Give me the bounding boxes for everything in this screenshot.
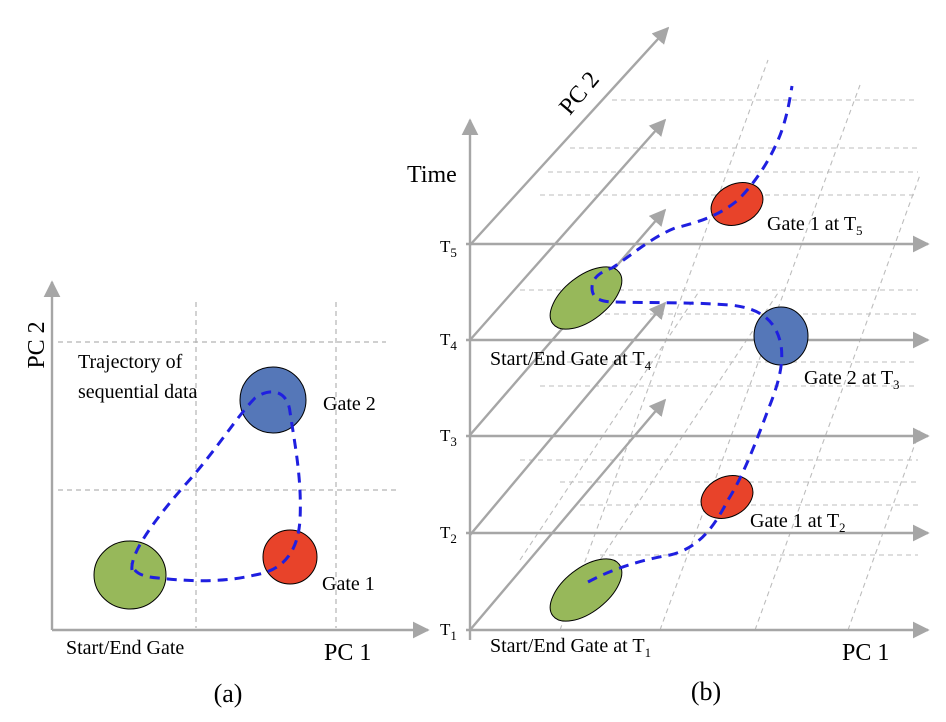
panel-a-gate-1 (262, 529, 318, 585)
panel-b-time-ticks: T5 T4 T3 T2 T1 (440, 237, 457, 643)
panel-a-x-axis-label: PC 1 (324, 640, 371, 666)
time-tick-t4: T4 (440, 330, 457, 353)
panel-a-trajectory (130, 390, 302, 583)
gate-1-t5-label: Gate 1 at T5 (767, 213, 863, 238)
panel-b-gate-1-t5 (710, 182, 764, 226)
panel-b-gate-1-t2 (700, 475, 754, 519)
panel-b-pc1-axes (466, 235, 930, 639)
panel-a-start-gate (93, 540, 167, 610)
time-tick-t3: T3 (440, 426, 457, 449)
panel-b-start-gate-t4 (549, 266, 623, 330)
panel-a-start-label: Start/End Gate (66, 637, 184, 659)
time-tick-t2: T2 (440, 523, 457, 546)
panel-b-caption: (b) (691, 677, 721, 706)
panel-a-caption: (a) (214, 679, 243, 708)
start-gate-t4-label: Start/End Gate at T4 (490, 348, 652, 373)
panel-b-trajectory (587, 85, 794, 584)
panel-a-gate-2 (239, 366, 307, 434)
panel-b: T5 T4 T3 T2 T1 Time PC 2 PC 1 Gate 1 at … (407, 26, 930, 706)
panel-b-x-axis-label: PC 1 (842, 640, 889, 666)
panel-a-y-axis-label: PC 2 (24, 321, 50, 368)
panel-b-grid-diagonal (519, 59, 921, 631)
gate-1-t2-label: Gate 1 at T2 (750, 510, 846, 535)
time-tick-t5: T5 (440, 237, 457, 260)
start-gate-t1-label: Start/End Gate at T1 (490, 635, 651, 660)
panel-a: PC 2 Trajectory of sequential data Gate … (24, 280, 430, 708)
panel-a-trajectory-label-line2: sequential data (78, 381, 198, 403)
panel-a-gate-1-label: Gate 1 (322, 573, 375, 595)
panel-a-gate-2-label: Gate 2 (323, 393, 376, 415)
panel-b-depth-axis-label: PC 2 (554, 67, 604, 120)
panel-a-grid (58, 302, 396, 628)
panel-a-trajectory-label-line1: Trajectory of (78, 351, 183, 373)
gate-2-t3-label: Gate 2 at T3 (804, 367, 900, 392)
panel-b-time-label: Time (407, 162, 457, 188)
time-tick-t1: T1 (440, 620, 457, 643)
